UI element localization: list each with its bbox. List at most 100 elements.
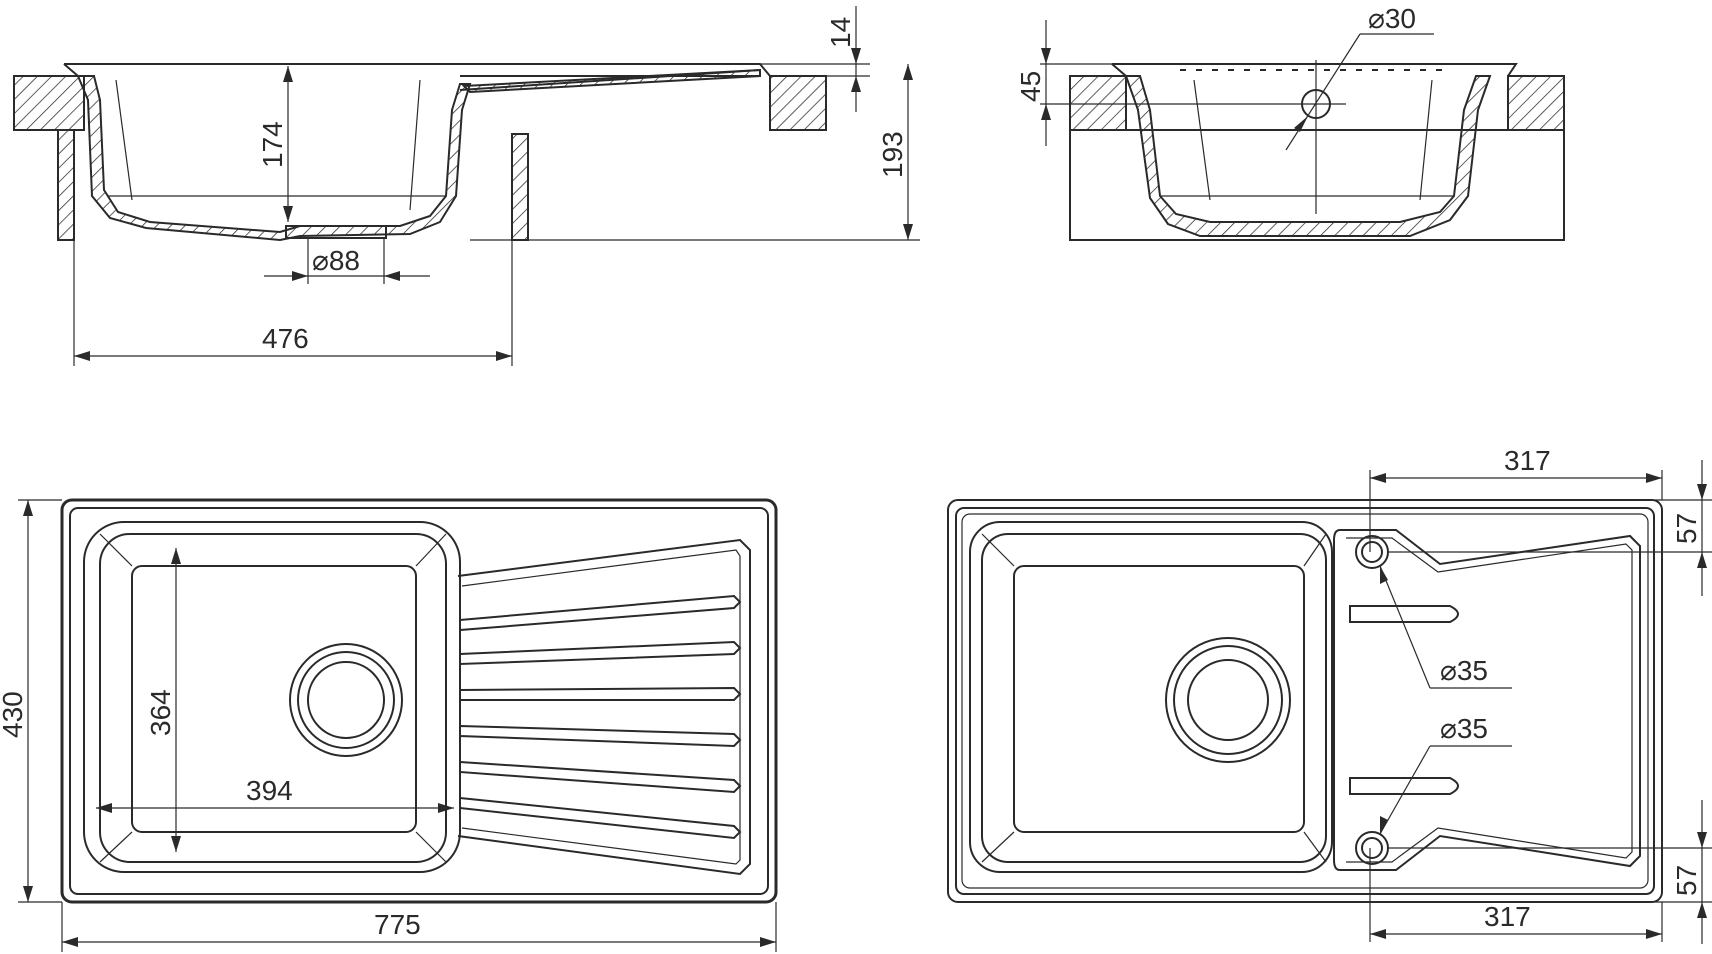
sink-outer-frame xyxy=(60,498,778,904)
label-bottom-offset: 317 xyxy=(1484,901,1531,932)
bowl-mid-b xyxy=(981,533,1327,863)
sink-frame-b2 xyxy=(955,507,1655,895)
bowl-inner-line xyxy=(108,79,446,211)
top-plan-view: 430 364 394 775 xyxy=(0,498,778,952)
dim-arrow xyxy=(903,224,913,240)
bottom-plan-view: 317 317 57 57 ⌀35 ⌀35 xyxy=(947,445,1712,944)
tap-hole-2-inner xyxy=(1361,837,1383,859)
countertop-left xyxy=(13,75,85,131)
label-tap-hole-1: ⌀35 xyxy=(1440,655,1488,686)
drain-ring-mid xyxy=(297,651,395,749)
bowl-outer-wall xyxy=(76,75,472,242)
front-bowl-inner xyxy=(1160,79,1454,201)
bowl-inner-b xyxy=(1013,565,1305,833)
drainboard-underside-inner xyxy=(1346,537,1633,863)
bowl-corner xyxy=(99,831,133,863)
dim-arrow xyxy=(283,66,293,82)
sink-frame-b3 xyxy=(961,513,1649,889)
dim-arrow xyxy=(1294,116,1308,132)
cabinet-wall-right xyxy=(511,133,529,241)
drain-ring-outer xyxy=(289,643,403,757)
dim-arrow xyxy=(283,206,293,222)
bowl-outer-b xyxy=(969,521,1333,873)
label-height: 430 xyxy=(0,691,28,738)
drain-ring-inner xyxy=(307,661,385,739)
dim-arrow xyxy=(1041,104,1051,120)
dim-arrow xyxy=(1646,929,1662,939)
label-total-width: 775 xyxy=(374,909,421,940)
dim-arrow xyxy=(292,271,308,281)
dim-arrow xyxy=(1697,902,1707,918)
leader-overflow xyxy=(1285,33,1361,151)
drainboard-outline xyxy=(457,538,751,876)
label-total-height: 193 xyxy=(877,131,908,178)
tap-hole-1-inner xyxy=(1361,541,1383,563)
tap-hole-1 xyxy=(1355,535,1389,569)
bowl-middle xyxy=(99,533,447,863)
drain-ring-mid-b xyxy=(1173,645,1283,755)
label-overflow: ⌀30 xyxy=(1368,3,1416,34)
dim-arrow xyxy=(23,500,33,516)
dim-arrow xyxy=(74,351,90,361)
countertop-front-left xyxy=(1069,75,1127,131)
dim-arrow xyxy=(1697,832,1707,848)
dim-arrow xyxy=(1697,552,1707,568)
cabinet-wall-left xyxy=(57,129,75,241)
dim-arrow xyxy=(496,351,512,361)
label-top-offset: 317 xyxy=(1504,445,1551,476)
dim-arrow xyxy=(1380,566,1388,584)
drainboard-ribs xyxy=(459,594,742,840)
dim-arrow xyxy=(851,48,861,64)
front-rim xyxy=(1111,63,1518,77)
dim-arrow xyxy=(1646,473,1662,483)
dim-arrow xyxy=(171,548,181,564)
dim-arrow xyxy=(760,937,776,947)
label-bowl-height: 364 xyxy=(145,689,176,736)
dim-arrow xyxy=(438,803,454,813)
drainboard-inner xyxy=(461,549,741,865)
label-bowl-depth: 174 xyxy=(257,121,288,168)
label-bowl-width: 394 xyxy=(246,775,293,806)
dim-arrow xyxy=(1041,48,1051,64)
dim-arrow xyxy=(62,937,78,947)
label-drain: ⌀88 xyxy=(312,245,360,276)
dim-arrow xyxy=(1380,816,1388,834)
sink-inner-frame xyxy=(69,507,769,895)
tap-hole-2 xyxy=(1355,831,1389,865)
label-tap-hole-2: ⌀35 xyxy=(1440,713,1488,744)
support-rib-2 xyxy=(1349,777,1459,795)
label-overflow-height: 45 xyxy=(1015,71,1046,102)
dim-arrow xyxy=(171,836,181,852)
label-rim: 14 xyxy=(825,17,856,48)
drain-ring-inner-b xyxy=(1187,659,1269,741)
label-bottom-edge: 57 xyxy=(1671,865,1702,896)
drainboard-underside xyxy=(1333,529,1641,871)
front-section-view: 45 ⌀30 xyxy=(1015,3,1565,241)
countertop-front-right xyxy=(1507,75,1565,131)
sink-outer-frame-b xyxy=(947,499,1663,903)
dim-arrow xyxy=(903,64,913,80)
bowl-inner xyxy=(131,565,417,833)
dim-arrow xyxy=(851,76,861,92)
support-rib-1 xyxy=(1349,605,1459,623)
countertop-right xyxy=(769,75,827,131)
drain-ring-outer-b xyxy=(1165,637,1291,763)
bowl-corner xyxy=(99,533,133,567)
dim-arrow xyxy=(384,271,400,281)
bowl-outer xyxy=(83,521,461,873)
leader-tap-2 xyxy=(1379,745,1431,835)
bowl-corner xyxy=(415,831,447,863)
drain-outlet xyxy=(285,225,387,239)
side-section-view: 174 14 193 ⌀88 476 xyxy=(13,6,920,366)
label-top-edge: 57 xyxy=(1671,513,1702,544)
leader-tap-1 xyxy=(1379,565,1431,689)
label-cabinet: 476 xyxy=(262,323,309,354)
dim-arrow xyxy=(1370,473,1386,483)
dim-arrow xyxy=(23,886,33,902)
bowl-corner xyxy=(415,533,447,567)
cabinet-front xyxy=(1069,129,1565,241)
dim-arrow xyxy=(96,803,112,813)
drainboard-hatch xyxy=(461,68,761,94)
dim-arrow xyxy=(1697,484,1707,500)
